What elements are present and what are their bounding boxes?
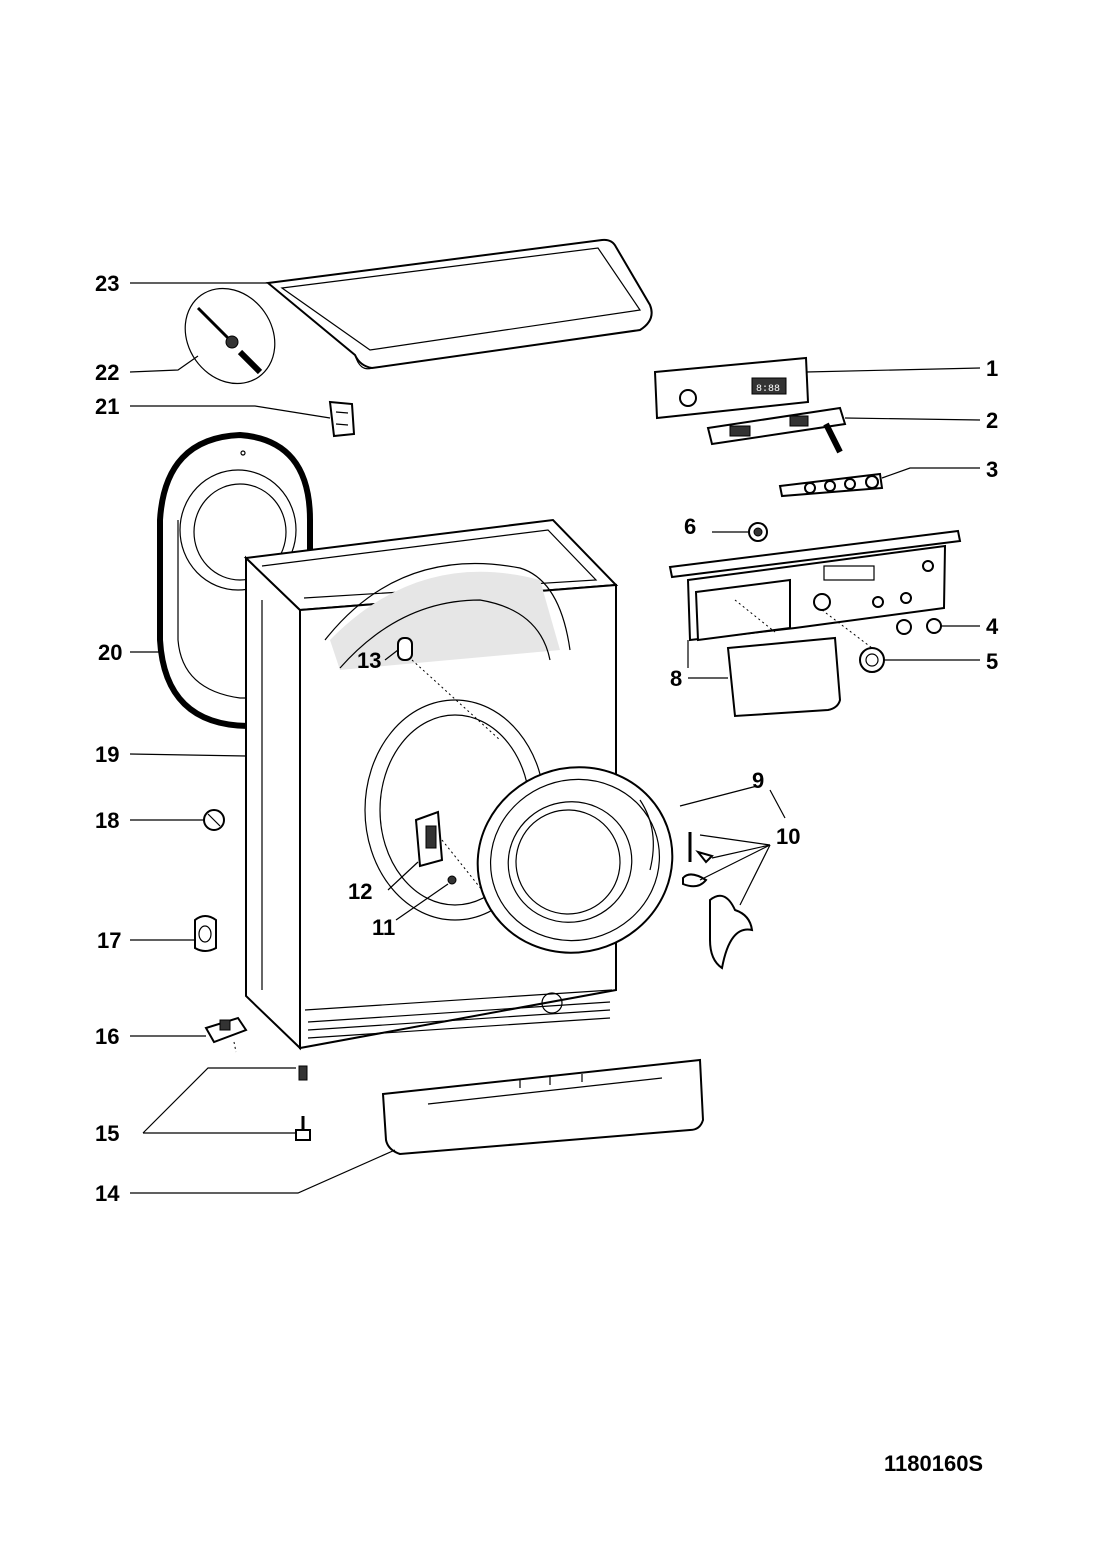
callout-4: 4 [986,614,999,639]
part-button-pcb [778,472,884,498]
part-hardware-kit [184,287,276,385]
callout-23: 23 [95,271,119,296]
callout-5: 5 [986,649,998,674]
callout-19: 19 [95,742,119,767]
part-selector-knob-6 [748,522,768,542]
callout-10: 10 [776,824,800,849]
callout-11: 11 [372,915,395,940]
part-cabinet [243,518,619,1051]
callout-12: 12 [348,879,372,904]
callout-13: 13 [357,648,381,673]
callout-9: 9 [752,768,764,793]
part-door-interlock [414,810,491,901]
part-connector [204,1016,248,1053]
callout-2: 2 [986,408,998,433]
part-clip [328,400,356,438]
callout-3: 3 [986,457,998,482]
part-door [476,766,674,954]
part-main-pcb [706,406,847,454]
part-screw-11 [447,875,457,885]
part-door-gasket [157,431,313,730]
callout-6: 6 [684,514,696,539]
callout-20: 20 [98,640,122,665]
part-18 [203,809,225,831]
leader-lines [129,282,981,1194]
part-button-knobs [896,618,942,635]
part-17 [194,915,217,952]
callout-labels: 23 22 21 20 19 18 17 16 15 14 13 12 11 1… [95,271,999,1206]
callout-21: 21 [95,394,119,419]
callout-16: 16 [95,1024,119,1049]
part-control-panel [668,529,962,718]
part-hinge-kit [682,832,754,970]
callout-1: 1 [986,356,998,381]
part-plinth [381,1058,705,1156]
part-control-board: 8:88 [653,356,810,420]
callout-22: 22 [95,360,119,385]
callout-15: 15 [95,1121,119,1146]
part-top-lid [265,238,653,370]
drawing-code: 1180160S [884,1451,983,1476]
callout-8: 8 [670,666,682,691]
part-feet [295,1065,311,1141]
display-readout: 8:88 [756,384,780,395]
part-programme-knob [859,647,885,673]
callout-14: 14 [95,1181,120,1206]
callout-17: 17 [97,928,121,953]
callout-18: 18 [95,808,119,833]
